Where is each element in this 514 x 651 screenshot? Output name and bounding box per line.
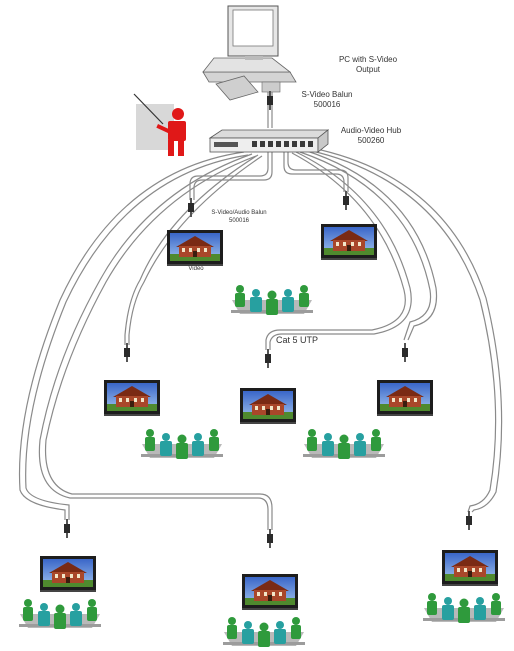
hub-label-line2: 500260 [357,136,385,145]
computer-icon [202,5,297,101]
audio-balun-label-line1: S-Video/Audio Balun [211,210,267,216]
balun-label-line2: 500016 [313,100,341,109]
pc-label-line2: Output [355,65,380,74]
balun-label-line1: S-Video Balun [301,90,353,99]
pc-label-line1: PC with S-Video [338,55,398,64]
tv-monitor-icon [40,224,498,610]
audio-balun-label-line2: 500016 [228,218,250,224]
cat5-cables [18,92,503,530]
hub-label-line1: Audio-Video Hub [340,126,402,135]
cat5-label: Cat 5 UTP [276,335,319,345]
presenter-icon [133,93,186,156]
hub-icon [208,129,330,153]
video-label: Video [188,266,204,272]
